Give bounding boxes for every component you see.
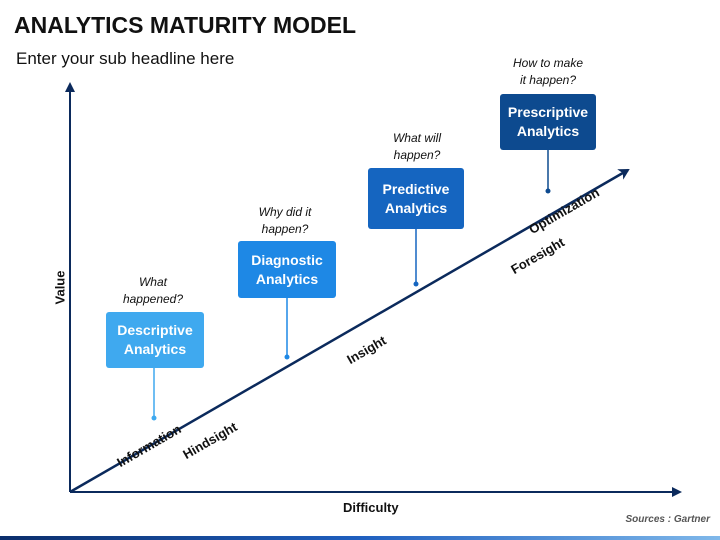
stage-box-descriptive: Descriptive Analytics xyxy=(106,312,204,368)
bottom-accent-bar xyxy=(0,536,720,540)
page-subtitle: Enter your sub headline here xyxy=(16,49,235,68)
stage-box-diagnostic: Diagnostic Analytics xyxy=(238,241,336,298)
growth-line xyxy=(69,168,630,494)
connector-descriptive xyxy=(151,368,157,421)
question-prescriptive: How to make it happen? xyxy=(512,56,584,87)
y-axis-label: Value xyxy=(52,270,68,305)
connector-prescriptive xyxy=(545,150,551,194)
page-title: ANALYTICS MATURITY MODEL xyxy=(14,12,357,38)
stage-box-predictive: Predictive Analytics xyxy=(368,168,464,229)
connector-predictive xyxy=(413,229,419,287)
connector-diagnostic xyxy=(284,298,290,360)
question-predictive: What will happen? xyxy=(392,131,441,162)
x-axis-label: Difficulty xyxy=(343,500,399,515)
question-diagnostic: Why did it happen? xyxy=(258,205,312,236)
source-note: Sources : Gartner xyxy=(625,514,710,525)
question-descriptive: What happened? xyxy=(122,275,184,306)
stage-box-prescriptive: Prescriptive Analytics xyxy=(500,94,596,150)
